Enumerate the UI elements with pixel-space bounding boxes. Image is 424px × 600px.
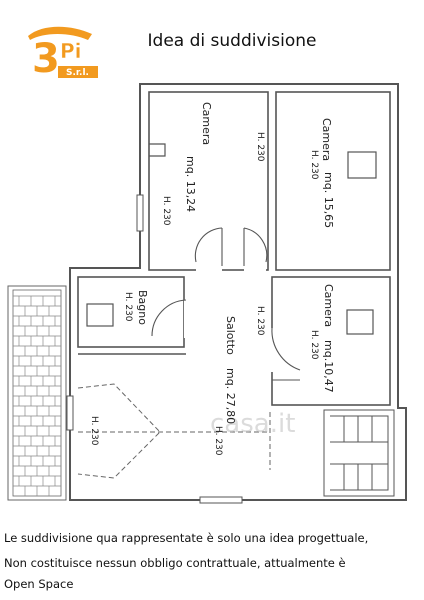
salotto-area: mq. 27,80 xyxy=(224,368,237,425)
logo-company-bar xyxy=(58,66,98,78)
camera1-area: mq. 13,24 xyxy=(184,156,197,213)
footer-line-1: Le suddivisione qua rappresentate è solo… xyxy=(4,531,369,545)
logo-company: S.r.l. xyxy=(66,68,89,78)
camera3-area: mq.10,47 xyxy=(322,340,335,393)
outer-wall xyxy=(69,83,407,501)
bagno-height: H. 230 xyxy=(123,292,133,322)
corridor-height: H. 230 xyxy=(255,306,265,336)
page-title: Idea di suddivisione xyxy=(147,31,317,51)
camera2-name: Camera xyxy=(320,118,333,162)
bagno-name: Bagno xyxy=(136,290,149,325)
camera2-walls xyxy=(275,91,391,271)
footer-line-2: Non costituisce nessun obbligo contrattu… xyxy=(4,556,346,570)
logo-swoosh xyxy=(28,26,92,40)
logo-mark: 3 xyxy=(32,36,60,82)
open-area-height: H. 230 xyxy=(89,416,99,446)
logo-superscript: Pi xyxy=(60,39,82,63)
company-logo: 3 Pi S.r.l. xyxy=(28,26,98,82)
camera3-height: H. 230 xyxy=(309,330,319,360)
camera1-name: Camera xyxy=(200,102,213,146)
watermark: casa.it xyxy=(210,409,295,439)
camera3-name: Camera xyxy=(322,284,335,328)
footer-line-3: Open Space xyxy=(4,577,74,591)
camera1-height: H. 230 xyxy=(255,132,265,162)
camera2-area: mq. 15,65 xyxy=(322,172,335,229)
salotto-name: Salotto xyxy=(224,316,237,355)
salotto-height: H. 230 xyxy=(213,426,223,456)
camera2-height: H. 230 xyxy=(309,150,319,180)
camera1-side-height: H. 230 xyxy=(161,196,171,226)
